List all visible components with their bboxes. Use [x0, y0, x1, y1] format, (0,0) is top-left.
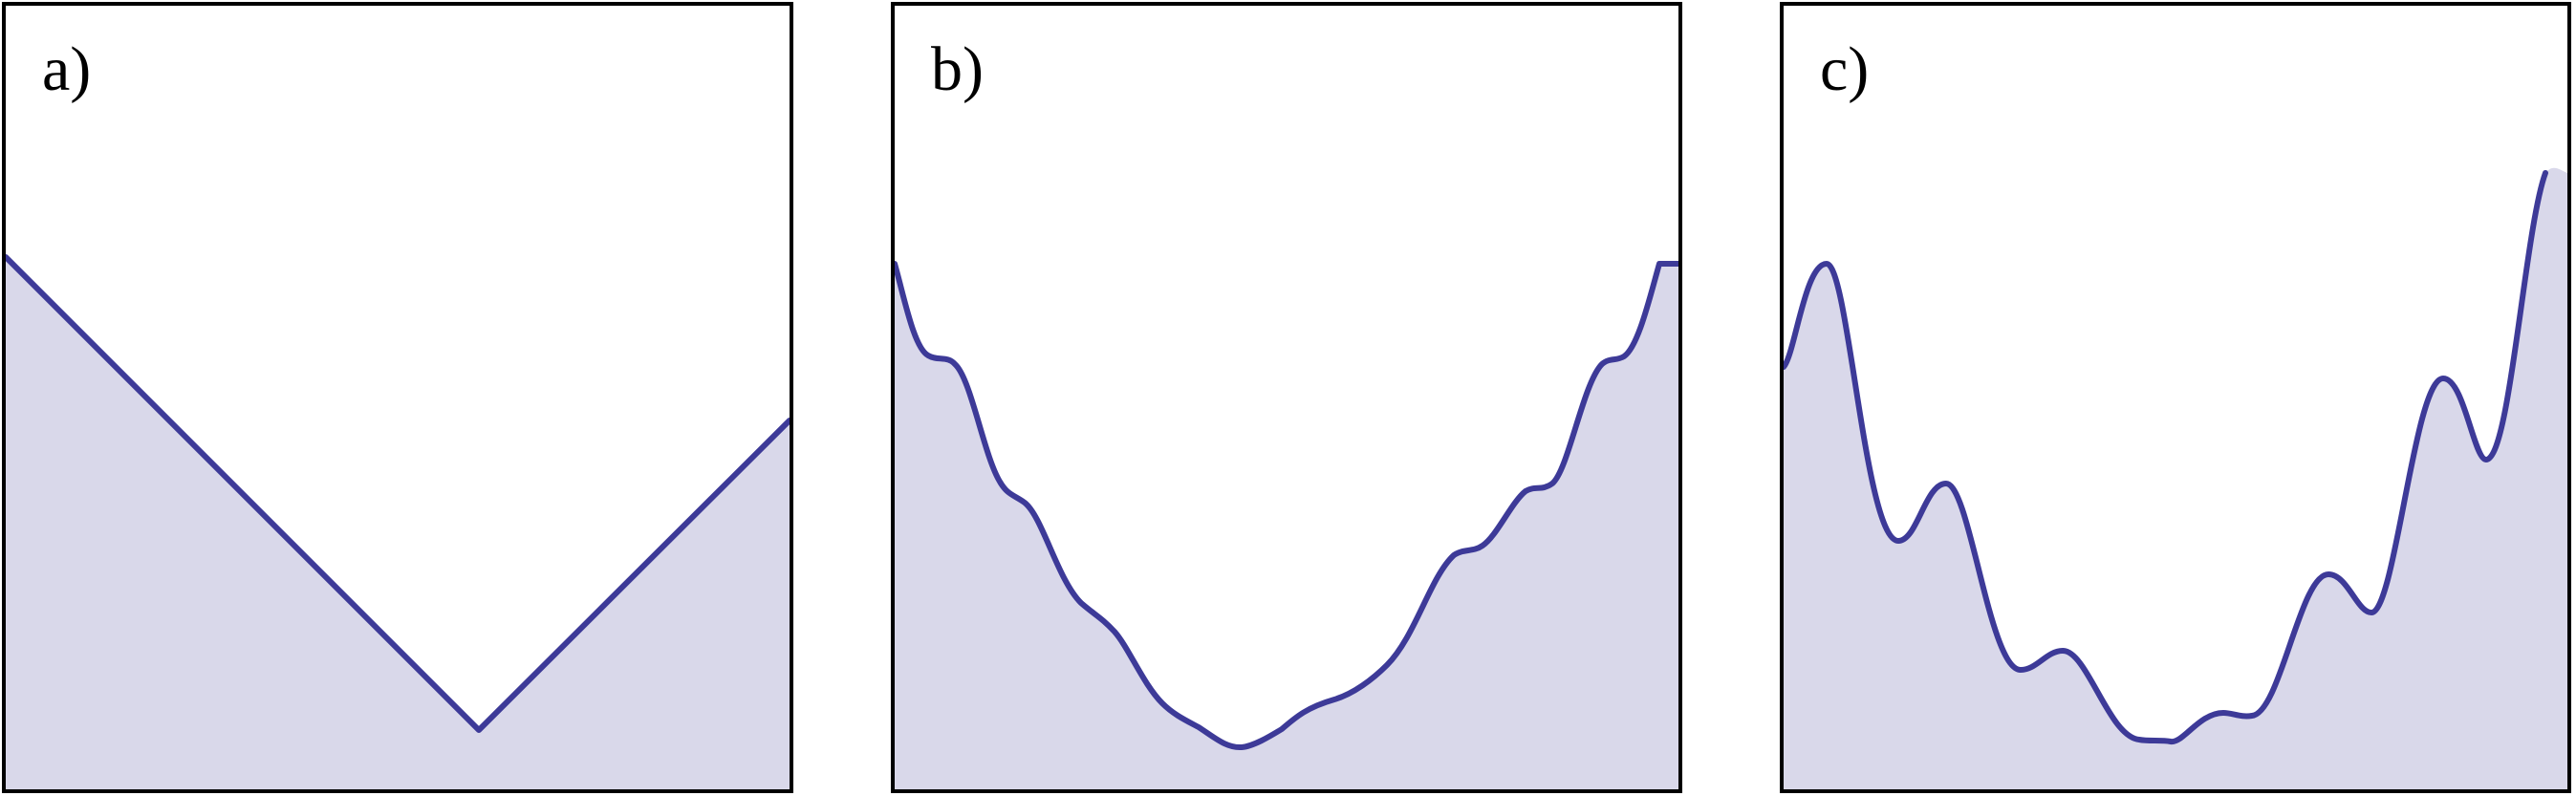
panel-a-profile [6, 254, 790, 789]
panel-a-curve [6, 254, 790, 733]
panel-c-profile [1784, 167, 2567, 789]
panel-c-fill [1784, 167, 2567, 789]
panel-c-curve [1784, 170, 2548, 744]
panel-a-fill [6, 257, 790, 789]
panel-b-label: b) [931, 34, 984, 104]
panel-b-profile [895, 261, 1678, 789]
panel-b-fill [895, 264, 1678, 789]
panel-c-label: c) [1820, 34, 1870, 104]
panel-a: a) [2, 2, 793, 793]
panel-b: b) [891, 2, 1682, 793]
panel-a-label: a) [42, 34, 92, 104]
panel-c: c) [1780, 2, 2571, 793]
panel-b-curve [895, 261, 1678, 751]
